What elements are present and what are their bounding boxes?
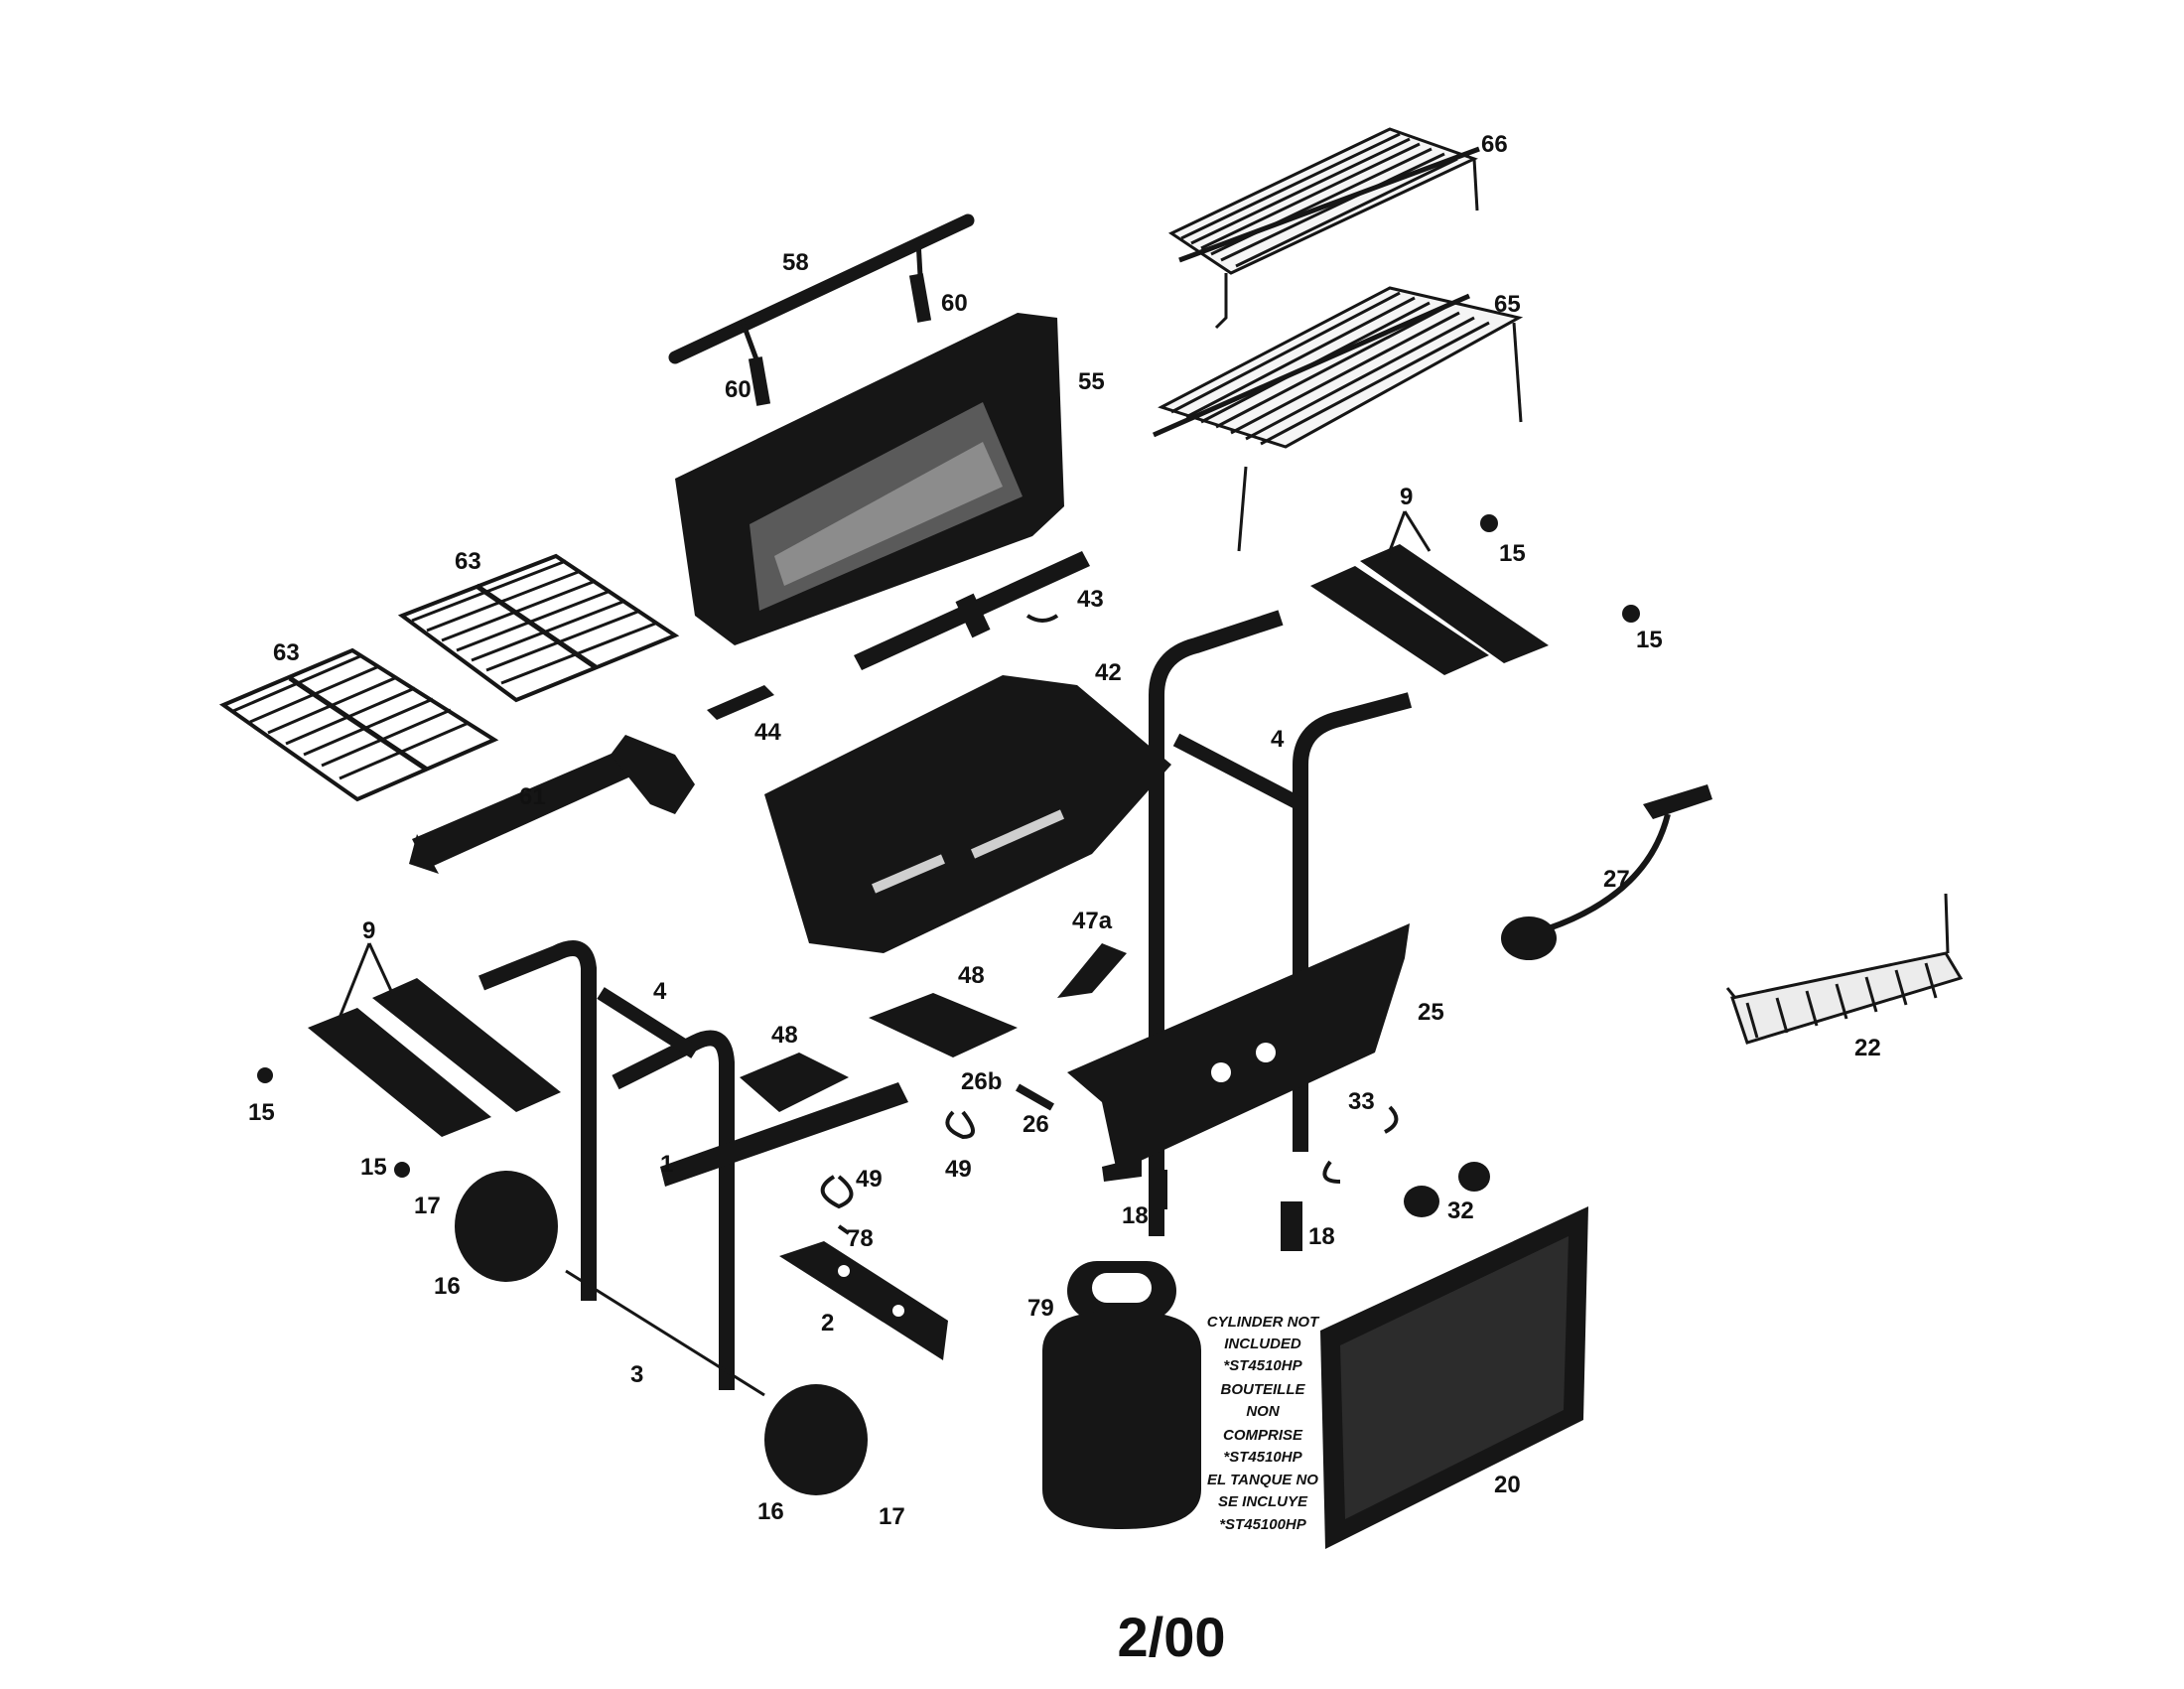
- label-49-left: 49: [856, 1166, 883, 1193]
- label-58: 58: [782, 249, 809, 276]
- part-leg-cap-left: [1150, 1170, 1167, 1209]
- label-3: 3: [630, 1361, 643, 1388]
- part-axle: [565, 1269, 765, 1397]
- part-panel-door: [1320, 1206, 1588, 1549]
- label-9-right: 9: [1400, 484, 1413, 510]
- part-front-panel: [1067, 923, 1410, 1182]
- part-regulator-hose: [1501, 784, 1712, 960]
- label-17-right: 17: [879, 1503, 905, 1530]
- note-line-7: *ST4510HP: [1223, 1449, 1302, 1466]
- part-heat-plate-small: [707, 685, 774, 720]
- label-9-left: 9: [362, 917, 375, 944]
- label-16-right: 16: [757, 1498, 784, 1525]
- label-61: 61: [519, 783, 546, 810]
- label-26b: 26b: [961, 1068, 1002, 1095]
- part-lid: [675, 313, 1064, 645]
- note-line-10: *ST45100HP: [1219, 1516, 1307, 1533]
- note-line-3: *ST4510HP: [1223, 1357, 1302, 1374]
- label-55: 55: [1078, 368, 1105, 395]
- part-firebox: [764, 675, 1171, 953]
- part-valve-bracket: [779, 1224, 948, 1360]
- label-4-right: 4: [1271, 726, 1285, 753]
- label-63-right: 63: [455, 548, 481, 575]
- part-nut-left-lower: [394, 1162, 410, 1178]
- part-pin: [1016, 1083, 1054, 1111]
- part-cart-frame-left: [478, 940, 735, 1390]
- label-33: 33: [1348, 1088, 1375, 1115]
- part-small-bracket: [1057, 943, 1127, 998]
- part-propane-cylinder: [1042, 1261, 1201, 1529]
- part-hook-a: [820, 1175, 854, 1209]
- note-line-2: INCLUDED: [1224, 1336, 1301, 1352]
- diagram-date-code: 2/00: [1118, 1606, 1226, 1668]
- label-48-left: 48: [771, 1022, 798, 1049]
- leader-lines: [336, 510, 1432, 1024]
- label-26: 26: [1023, 1111, 1049, 1138]
- label-65: 65: [1494, 291, 1521, 318]
- part-lid-handle: [668, 213, 975, 406]
- label-2: 2: [821, 1310, 834, 1337]
- label-47a: 47a: [1072, 908, 1113, 934]
- part-heat-bracket: [854, 551, 1090, 670]
- label-60-right: 60: [941, 290, 968, 317]
- label-16-left: 16: [434, 1273, 461, 1300]
- part-clips: [1322, 1105, 1399, 1184]
- note-line-4: BOUTEILLE: [1221, 1381, 1306, 1398]
- label-60-left: 60: [725, 376, 751, 403]
- label-49-right: 49: [945, 1156, 972, 1183]
- part-crossbar: [660, 1082, 908, 1187]
- part-warming-rack-lower: [1152, 286, 1524, 552]
- label-1: 1: [660, 1151, 673, 1178]
- label-48-right: 48: [958, 962, 985, 989]
- part-number-labels: 58 60 60 55 66 65 63 63 43 42 44 61 9 15…: [248, 131, 1881, 1530]
- part-hook-b: [945, 1110, 975, 1140]
- label-15-right-upper: 15: [1499, 540, 1526, 567]
- part-side-shelf-right: [1310, 514, 1640, 675]
- part-cooking-grate-left: [218, 647, 499, 802]
- label-43: 43: [1077, 586, 1104, 613]
- label-22: 22: [1854, 1035, 1881, 1061]
- part-wheel-left: [455, 1171, 558, 1282]
- note-line-5: NON: [1246, 1403, 1281, 1420]
- part-shelf-panel-b: [740, 1053, 849, 1112]
- label-27: 27: [1603, 866, 1630, 893]
- part-cart-frame-right: [1149, 610, 1413, 1236]
- part-side-shelf-left: [308, 978, 561, 1137]
- label-66: 66: [1481, 131, 1508, 158]
- label-18-left: 18: [1122, 1202, 1149, 1229]
- note-line-1: CYLINDER NOT: [1207, 1314, 1320, 1331]
- part-cooking-grate-right: [397, 553, 680, 703]
- note-line-8: EL TANQUE NO: [1207, 1472, 1318, 1488]
- label-78: 78: [847, 1225, 874, 1252]
- part-knob-b: [1458, 1162, 1490, 1192]
- label-17-left: 17: [414, 1193, 441, 1219]
- label-25: 25: [1418, 999, 1444, 1026]
- note-line-6: COMPRISE: [1223, 1427, 1303, 1444]
- part-knob-a: [1404, 1186, 1439, 1217]
- label-15-right-lower: 15: [1636, 627, 1663, 653]
- part-leg-cap-right: [1281, 1201, 1302, 1251]
- label-79: 79: [1027, 1295, 1054, 1322]
- label-44: 44: [754, 719, 781, 746]
- label-15-left-lower: 15: [360, 1154, 387, 1181]
- part-wheel-right: [764, 1384, 868, 1495]
- label-32: 32: [1447, 1197, 1474, 1224]
- label-4-left: 4: [653, 978, 667, 1005]
- label-42: 42: [1095, 659, 1122, 686]
- note-line-9: SE INCLUYE: [1218, 1493, 1308, 1510]
- part-shelf-panel-a: [869, 993, 1018, 1057]
- part-nut-left-upper: [257, 1067, 273, 1083]
- label-20: 20: [1494, 1472, 1521, 1498]
- label-18-right: 18: [1308, 1223, 1335, 1250]
- label-63-left: 63: [273, 639, 300, 666]
- part-bottom-basket: [1725, 893, 1964, 1045]
- cylinder-not-included-note: CYLINDER NOT INCLUDED *ST4510HP BOUTEILL…: [1207, 1314, 1320, 1533]
- part-burner: [409, 735, 695, 874]
- part-warming-rack-upper: [1167, 127, 1480, 330]
- label-15-left-upper: 15: [248, 1099, 275, 1126]
